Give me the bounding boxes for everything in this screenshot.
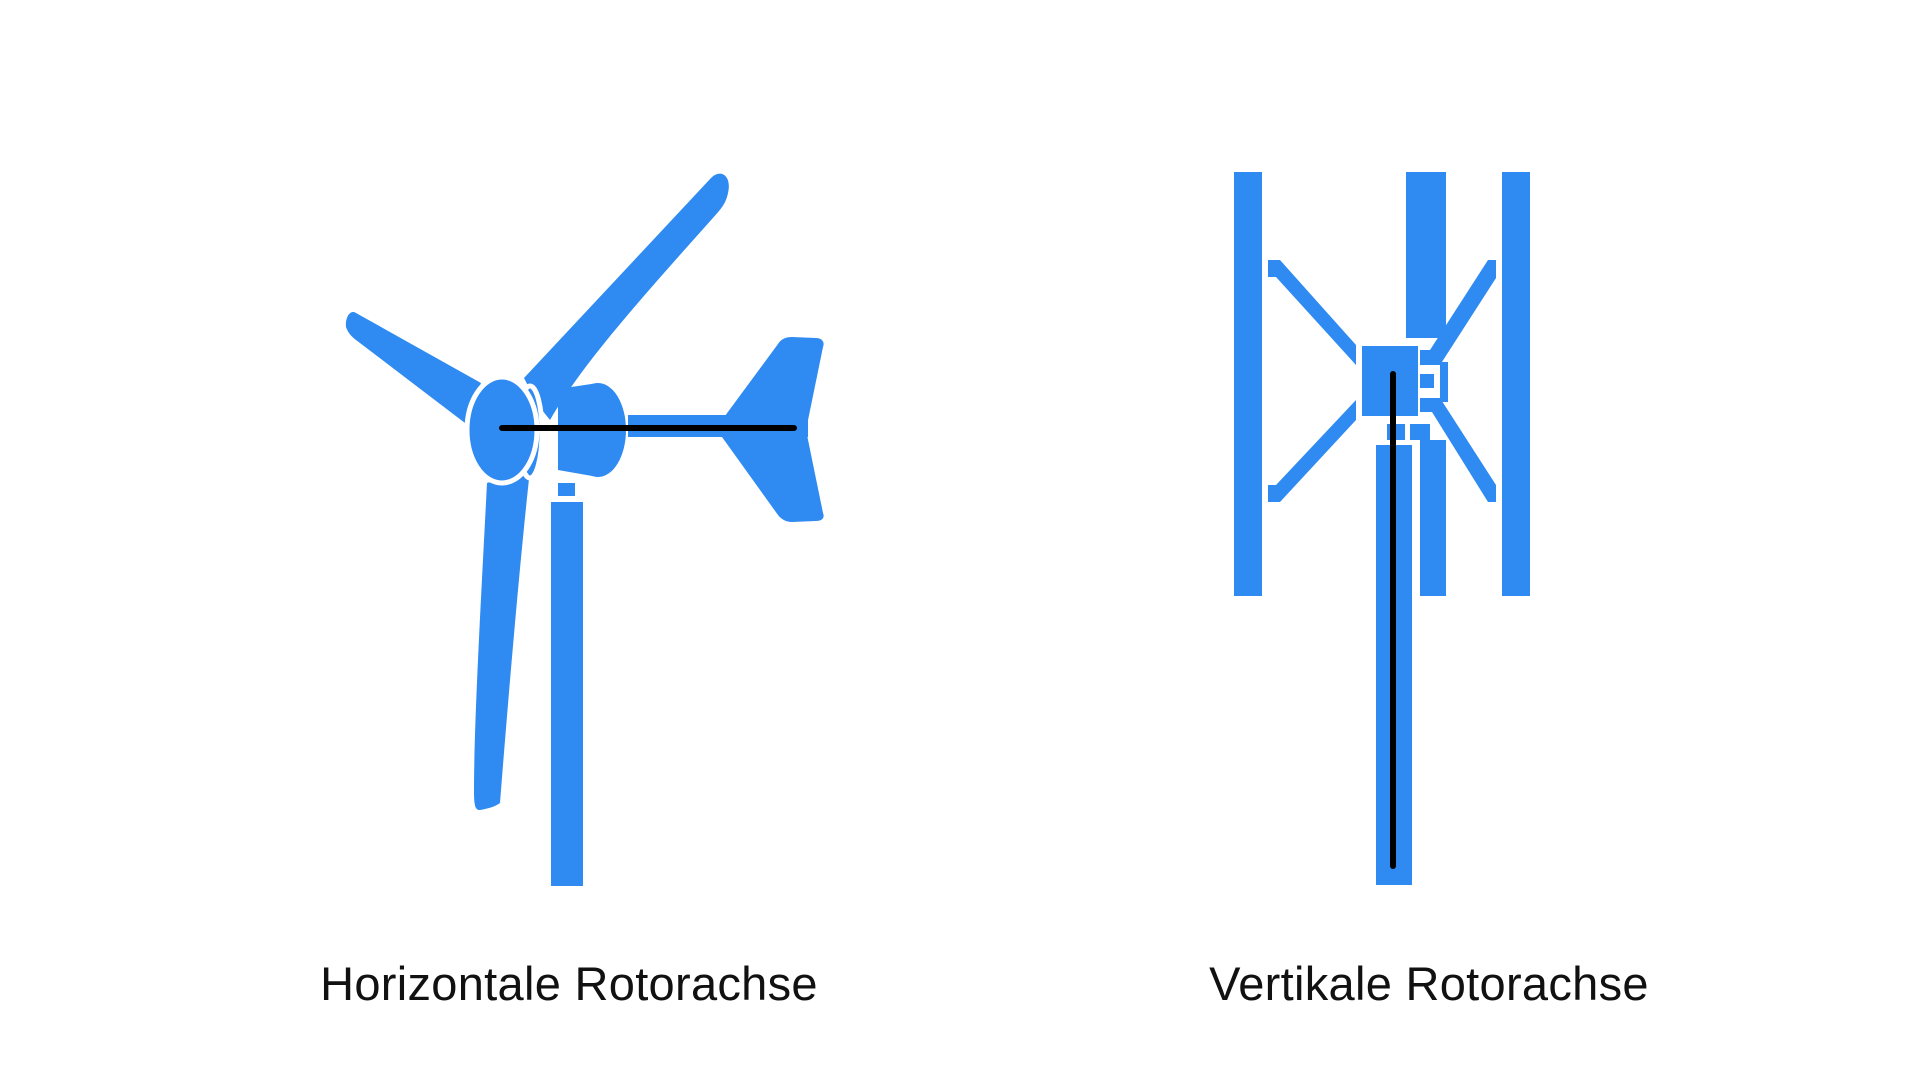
strut-left-lower <box>1268 400 1356 502</box>
strut-right-lower <box>1420 398 1496 502</box>
hub-connector-right-outer <box>1440 362 1448 402</box>
horizontal-axis-turbine <box>345 173 824 886</box>
hub-connector-right <box>1420 374 1434 388</box>
strut-right-upper <box>1420 260 1496 365</box>
blade-right <box>1502 172 1530 596</box>
caption-horizontal-axis: Horizontale Rotorachse <box>320 957 818 1010</box>
hub-collar-right <box>1410 424 1430 440</box>
caption-vertical-axis: Vertikale Rotorachse <box>1209 957 1649 1010</box>
tower <box>551 502 583 886</box>
blade-left <box>345 312 481 423</box>
blade-center-lower <box>1420 440 1446 596</box>
blade-lower <box>474 470 530 810</box>
tower-neck <box>558 483 575 496</box>
blade-center-upper <box>1406 172 1446 338</box>
strut-left-upper <box>1268 260 1356 365</box>
blade-upper <box>524 173 729 420</box>
blade-left <box>1234 172 1262 596</box>
vertical-axis-turbine <box>1234 172 1530 885</box>
